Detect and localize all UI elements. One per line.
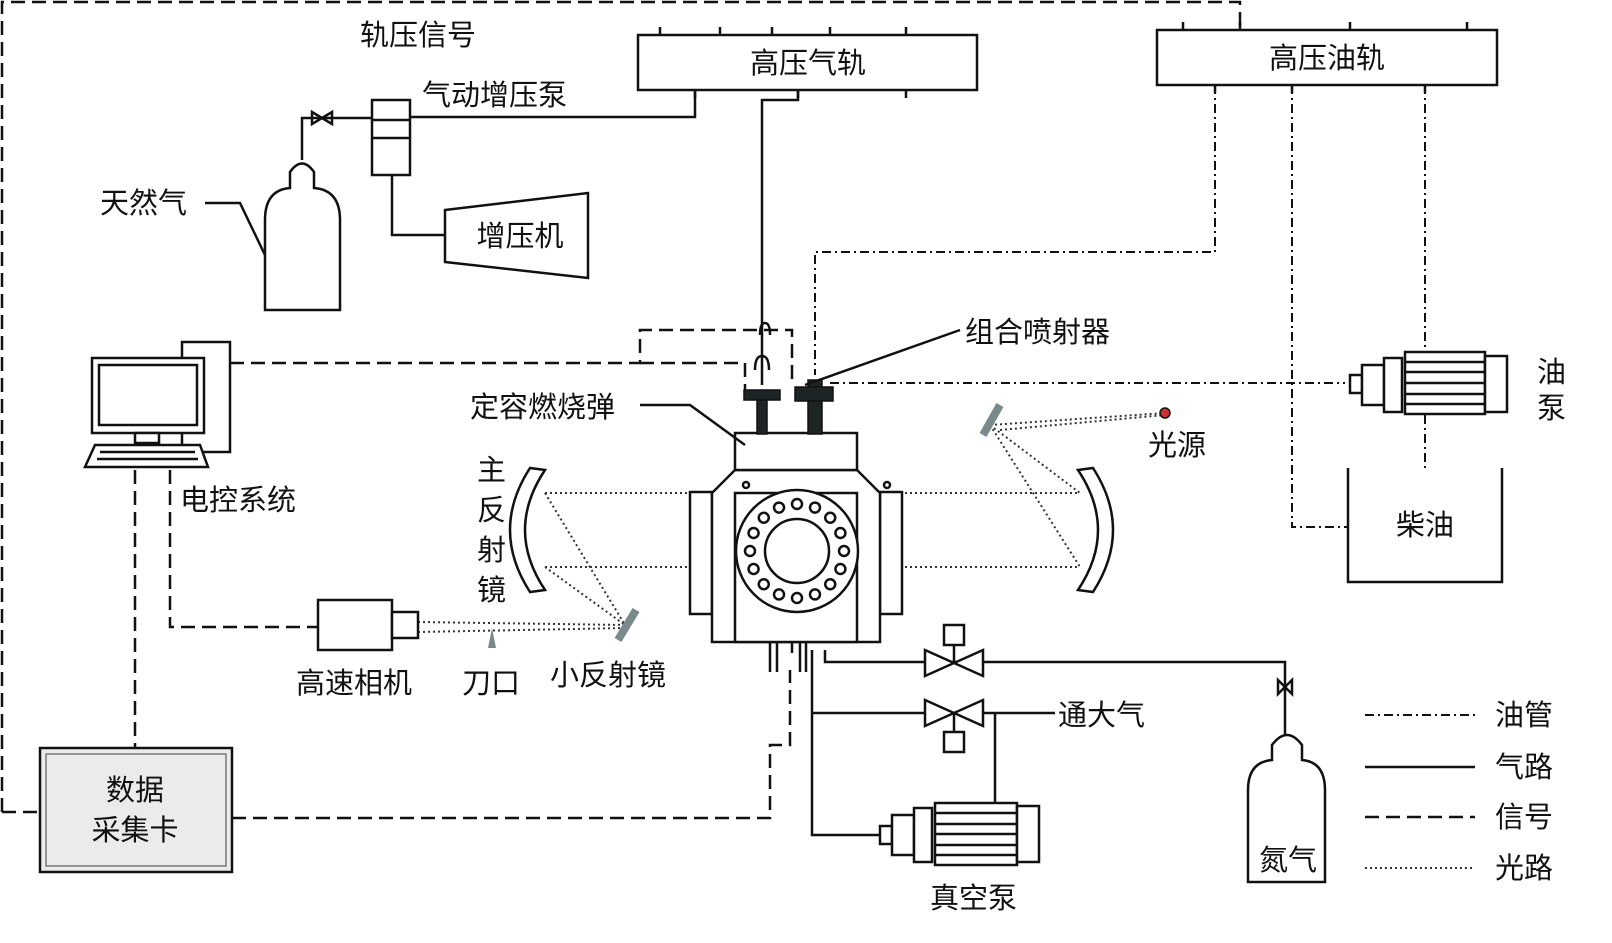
light-paths: [417, 412, 1166, 633]
main-mirror-left: 主 反 射 镜: [477, 453, 548, 607]
solenoid-valve-upper: [923, 623, 985, 678]
legend-item-light: 光路: [1365, 851, 1553, 885]
flange-bolt: [823, 577, 837, 591]
light-source: 光源: [979, 403, 1206, 462]
legend-item-signal: 信号: [1365, 800, 1553, 834]
flange-bolt: [790, 591, 804, 605]
booster-label: 增压机: [476, 219, 563, 253]
main-mirror-label-char: 射: [477, 533, 506, 567]
natural-gas-bottle: 天然气: [100, 162, 342, 312]
to-atmosphere-label: 通大气: [1058, 698, 1145, 732]
oil-pump: 油 泵: [1348, 350, 1566, 425]
legend-item-gas: 气路: [1365, 750, 1553, 784]
flange-bolt: [772, 501, 786, 514]
natural-gas-label: 天然气: [100, 186, 187, 220]
high-speed-camera: 高速相机: [296, 598, 420, 700]
daq-card: 数据 采集卡: [38, 746, 234, 874]
main-mirror-right: [1075, 466, 1115, 594]
flange-bolt: [747, 562, 760, 576]
flange-bolt: [757, 511, 771, 525]
light-source-label: 光源: [1148, 428, 1206, 462]
legend-label: 油管: [1495, 698, 1553, 732]
flange-bolt: [834, 526, 847, 540]
flange-bolt: [808, 588, 822, 601]
valve-icon: [310, 109, 334, 127]
camera-label: 高速相机: [296, 666, 412, 700]
legend-item-oil: 油管: [1365, 698, 1553, 732]
legend: 油管 气路 信号 光路: [1365, 698, 1553, 885]
flange-bolt: [823, 511, 837, 525]
flange-bolt: [834, 562, 847, 576]
oil-pump-label-1: 油: [1537, 355, 1566, 389]
constant-volume-bomb: 定容燃烧弹: [470, 390, 904, 672]
combined-injector: 组合喷射器: [743, 315, 1110, 435]
bomb-label: 定容燃烧弹: [470, 390, 615, 424]
computer-icon: [83, 340, 232, 469]
rail-pressure-signal-label: 轨压信号: [360, 18, 476, 52]
flange-bolt: [808, 501, 822, 514]
main-mirror-label-char: 镜: [477, 573, 506, 607]
solenoid-valve-lower: [923, 698, 985, 754]
flange-bolt: [772, 588, 786, 601]
diesel-label: 柴油: [1396, 508, 1454, 542]
ecu-label: 电控系统: [180, 483, 296, 517]
legend-label: 光路: [1495, 851, 1553, 885]
small-mirror: 小反射镜: [550, 607, 666, 692]
small-mirror-label: 小反射镜: [550, 658, 666, 692]
flange-bolt: [747, 526, 760, 540]
oil-lines: [814, 85, 1426, 528]
signal-lines: [0, 0, 1242, 820]
main-mirror-label-char: 反: [477, 493, 506, 527]
flange-bolt: [757, 577, 771, 591]
booster-pump-label: 气动增压泵: [422, 78, 567, 112]
booster: 增压机: [443, 191, 590, 280]
flange-bolt: [743, 544, 757, 558]
nitrogen-label: 氮气: [1259, 843, 1317, 877]
gas-rail-label: 高压气轨: [750, 46, 866, 80]
main-mirror-label-char: 主: [477, 453, 506, 487]
flange-bolt: [837, 544, 851, 558]
high-pressure-oil-rail: 高压油轨: [1155, 22, 1499, 93]
knife-edge: 刀口: [462, 628, 520, 700]
high-pressure-gas-rail: 高压气轨: [636, 27, 979, 98]
pneumatic-booster-pump: 气动增压泵: [310, 78, 567, 177]
nitrogen-bottle: 氮气: [1246, 676, 1327, 884]
vacuum-pump: 真空泵: [878, 801, 1041, 915]
flange-bolt: [790, 497, 804, 511]
oil-rail-label: 高压油轨: [1269, 41, 1385, 75]
daq-label-1: 数据: [106, 773, 164, 807]
daq-label-2: 采集卡: [91, 813, 178, 847]
vacuum-pump-label: 真空泵: [930, 881, 1017, 915]
legend-label: 气路: [1495, 750, 1553, 784]
diesel-tank: 柴油: [1346, 468, 1504, 584]
legend-label: 信号: [1495, 800, 1553, 834]
injector-label: 组合喷射器: [965, 315, 1110, 349]
knife-edge-label: 刀口: [462, 666, 520, 700]
oil-pump-label-2: 泵: [1537, 391, 1566, 425]
